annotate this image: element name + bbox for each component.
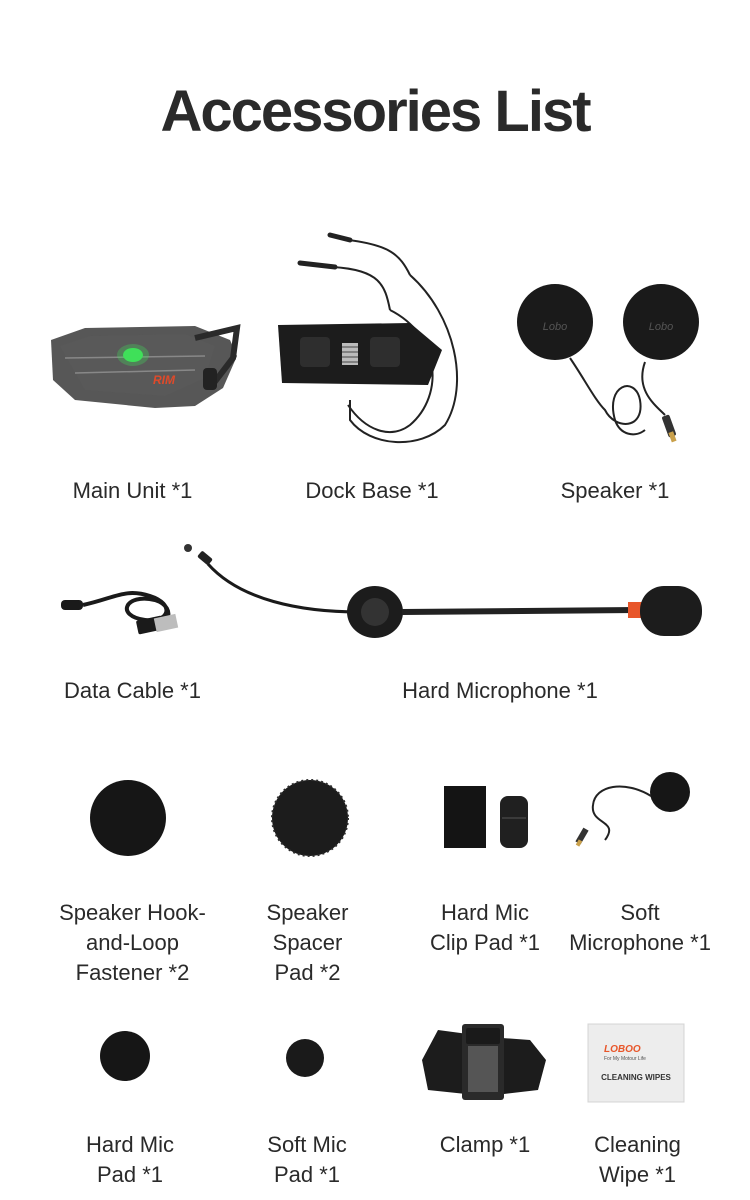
main-unit-logo: RIM (153, 373, 176, 387)
data-cable-icon (61, 591, 179, 635)
soft-mic-pad-icon (286, 1039, 324, 1077)
soft-microphone-label: Soft Microphone *1 (569, 900, 711, 955)
wipe-text: CLEANING WIPES (601, 1073, 671, 1082)
wipe-tagline: For My Motour Life (604, 1056, 646, 1062)
clip-pad-icon (444, 786, 528, 848)
clamp-icon (422, 1024, 546, 1100)
speaker-logo-left: Lobo (543, 321, 567, 333)
data-cable-label: Data Cable *1 (64, 678, 201, 703)
wipe-brand: LOBOO (604, 1044, 641, 1055)
hook-loop-fastener-label: Speaker Hook- and-Loop Fastener *2 (59, 900, 206, 985)
speaker-logo-right: Lobo (649, 321, 673, 333)
hard-microphone-label: Hard Microphone *1 (402, 678, 598, 703)
main-unit-icon: RIM (51, 324, 241, 408)
speaker-label: Speaker *1 (560, 478, 670, 503)
speaker-icon: Lobo Lobo (517, 284, 699, 443)
clamp-label: Clamp *1 (439, 1132, 531, 1157)
page-title: Accessories List (160, 79, 591, 144)
spacer-pad-label: Speaker Spacer Pad *2 (266, 900, 349, 985)
spacer-pad-icon (271, 779, 349, 857)
hard-mic-pad-label: Hard Mic Pad *1 (85, 1132, 174, 1187)
cleaning-wipe-label: Cleaning Wipe *1 (594, 1132, 681, 1187)
soft-mic-pad-label: Soft Mic Pad *1 (267, 1132, 347, 1187)
soft-microphone-icon (575, 772, 690, 847)
clip-pad-label: Hard Mic Clip Pad *1 (429, 900, 541, 955)
hard-microphone-icon (184, 544, 702, 638)
hard-mic-pad-icon (100, 1031, 150, 1081)
main-unit-label: Main Unit *1 (72, 478, 193, 503)
dock-base-icon (278, 232, 458, 444)
hook-loop-fastener-icon (90, 780, 166, 856)
cleaning-wipe-icon: LOBOO For My Motour Life CLEANING WIPES (587, 1023, 685, 1103)
dock-base-label: Dock Base *1 (305, 478, 439, 503)
